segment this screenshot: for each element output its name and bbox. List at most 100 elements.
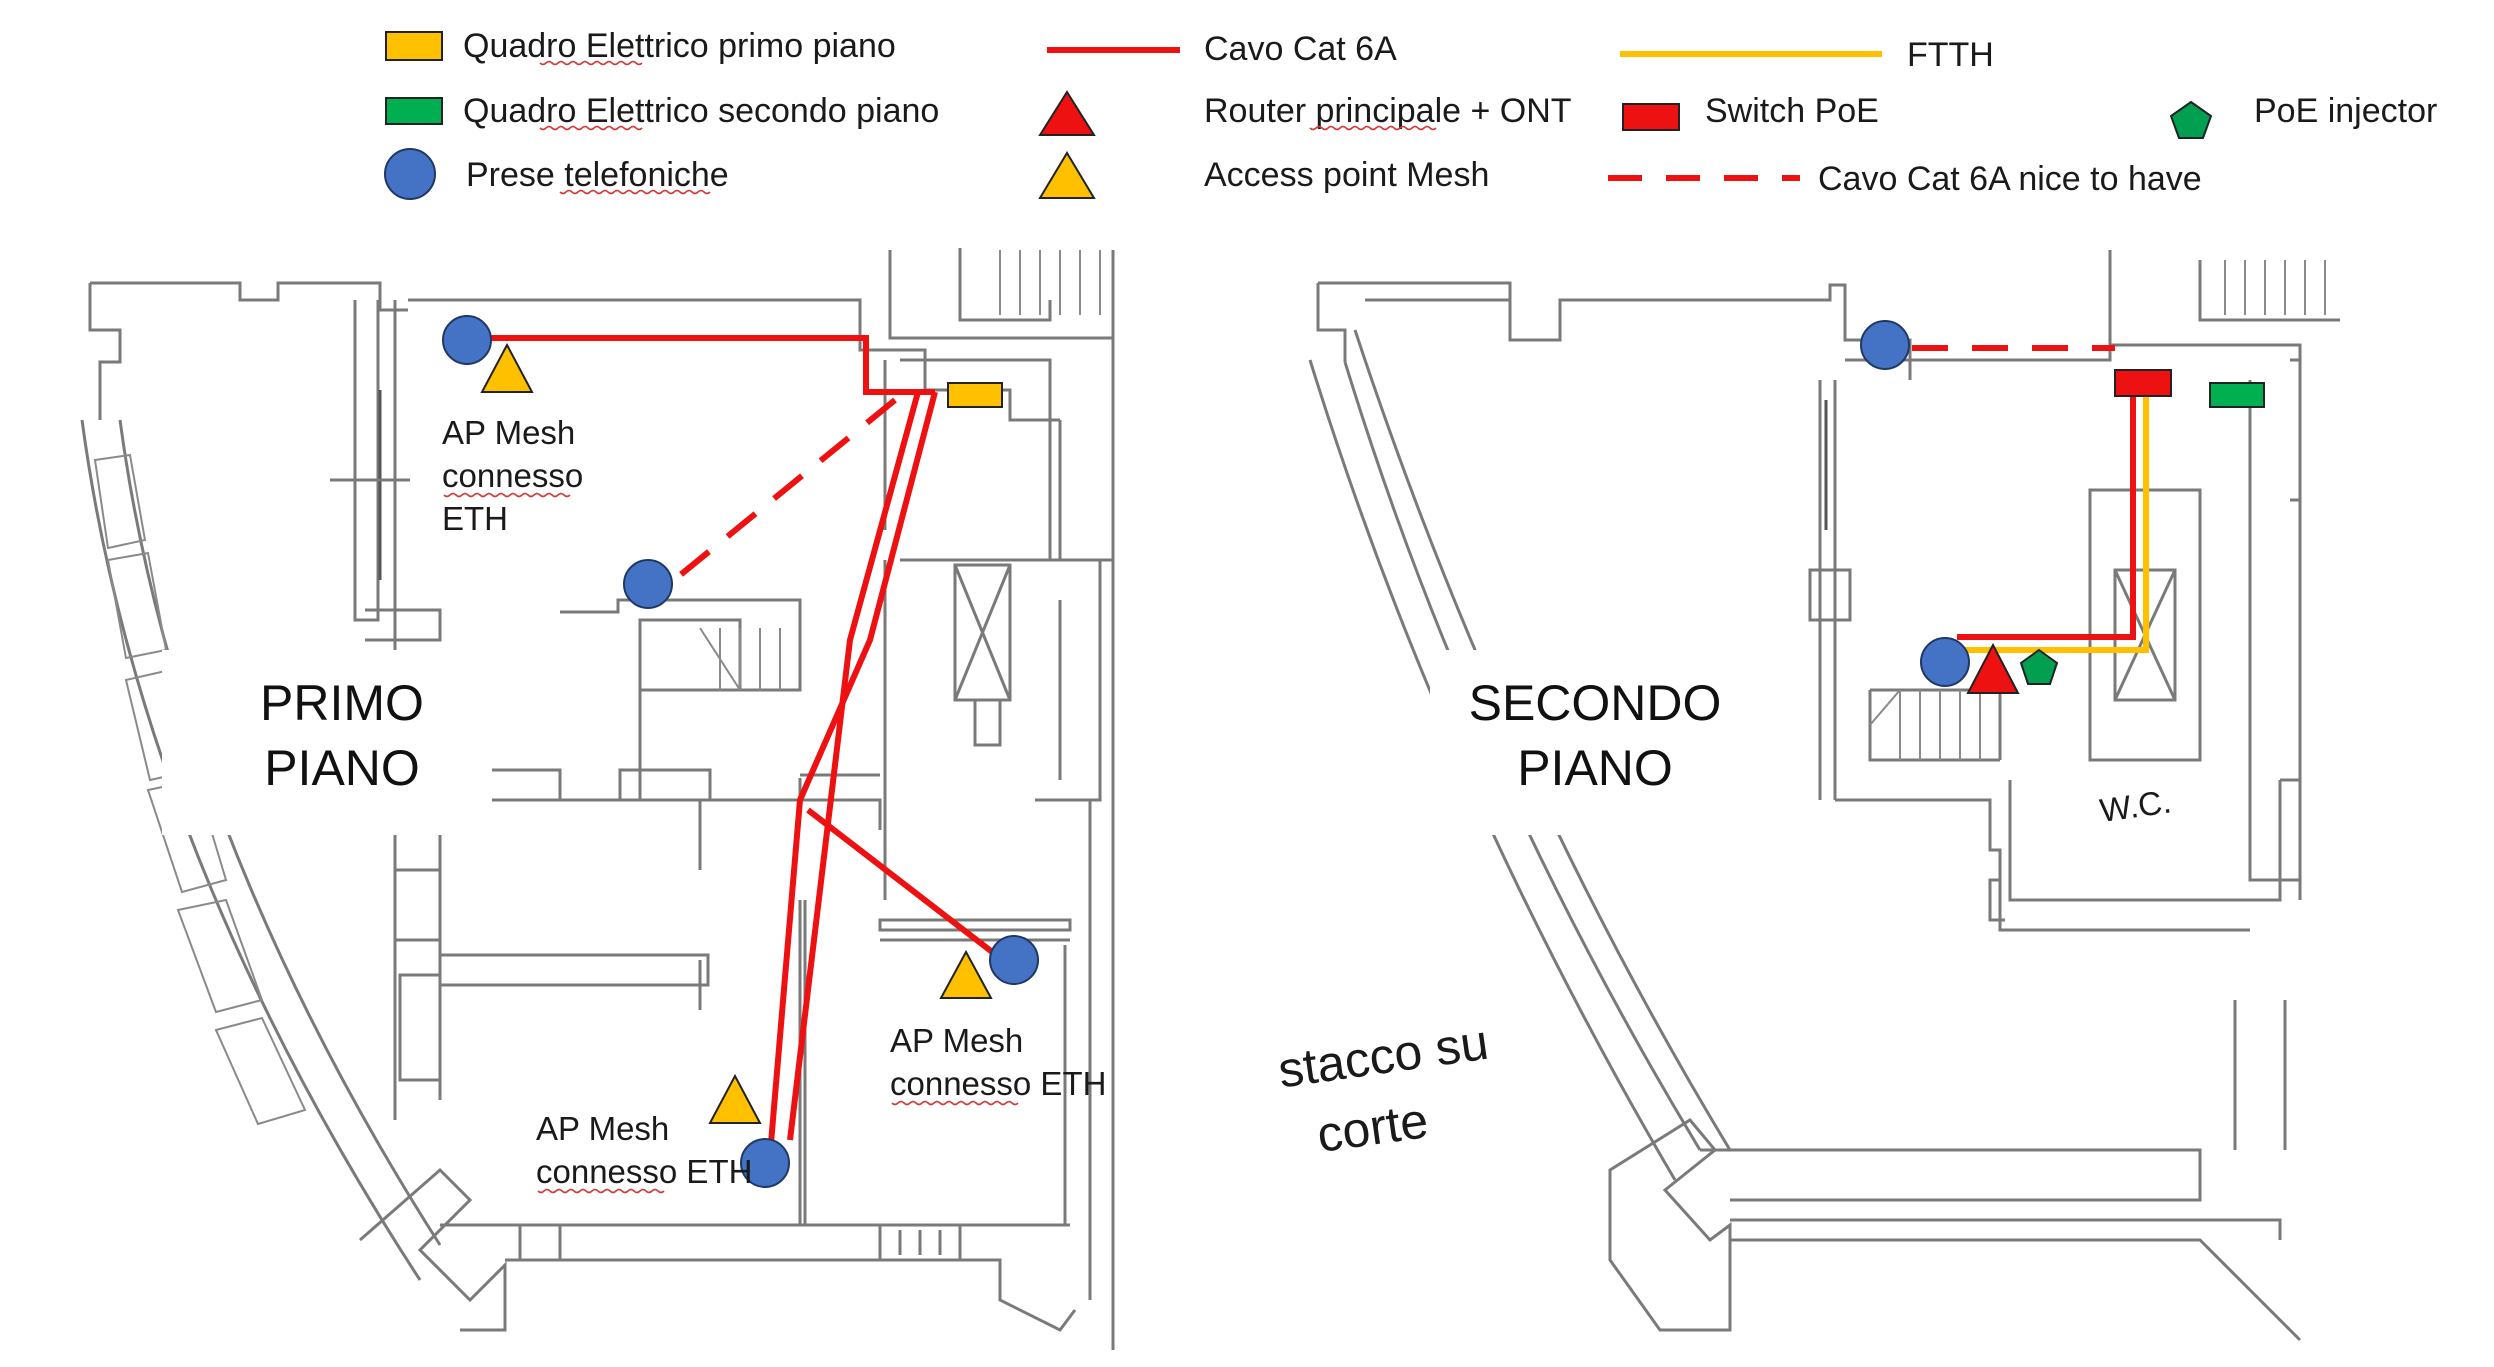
legend-poe-switch-symbol <box>1622 103 1680 131</box>
legend-yellow-panel-symbol <box>385 31 443 61</box>
electric-panel-second-floor <box>2209 382 2265 408</box>
wall <box>800 773 882 830</box>
legend-label: Cavo Cat 6A nice to have <box>1818 160 2202 198</box>
legend-mesh-ap-symbol <box>1038 151 1096 199</box>
wall <box>2008 780 2282 902</box>
phone-outlet <box>740 1138 790 1188</box>
main-router-ont <box>1966 642 2020 694</box>
title-backdrop <box>162 650 492 835</box>
title-backdrop <box>1430 650 1770 835</box>
wall <box>365 608 442 642</box>
stair-lines <box>1869 689 1981 760</box>
door-jambs <box>393 868 442 1082</box>
poe-switch <box>2114 369 2172 397</box>
stair-lines <box>999 250 1101 315</box>
wall <box>1998 880 2250 932</box>
wall <box>90 281 408 312</box>
poe-injector <box>2019 648 2059 685</box>
wall <box>88 283 122 420</box>
legend-label: Access point Mesh <box>1204 156 1489 194</box>
floor-title: SECONDO <box>1469 675 1722 731</box>
electric-panel-first-floor <box>947 382 1003 408</box>
stair-lines <box>699 627 781 691</box>
cat6a-cable <box>787 391 921 1141</box>
cat6a-optional-cable <box>666 397 897 588</box>
second-floor-plan: W.C. stacco su corte SECONDO PIANO <box>1275 250 2340 1342</box>
wall <box>1316 283 1347 362</box>
legend-label: PoE injector <box>2254 92 2437 130</box>
curved-exterior-wall <box>80 419 422 1281</box>
spellcheck-underline <box>1309 125 1437 131</box>
wall <box>2280 778 2302 900</box>
wall <box>408 298 1060 422</box>
legend-phone-outlet-symbol <box>384 148 436 200</box>
courtyard-label: corte <box>1314 1092 1432 1163</box>
wall <box>2088 488 2202 762</box>
phone-outlet <box>989 935 1039 985</box>
wall <box>1835 798 2005 922</box>
legend: Quadro Elettrico primo piano Quadro Elet… <box>384 27 2437 200</box>
mesh-access-point <box>939 949 993 999</box>
stair-lines <box>2224 260 2326 315</box>
ap-note-line: AP Mesh <box>442 414 575 451</box>
ftth-cable <box>1960 392 2149 653</box>
bottom-window <box>878 1223 962 1262</box>
phone-outlet <box>1920 637 1970 687</box>
legend-label: Quadro Elettrico secondo piano <box>463 92 939 130</box>
ap-note-line: AP Mesh <box>536 1110 669 1147</box>
wall <box>518 1225 562 1260</box>
wall <box>1035 558 1102 802</box>
legend-label: FTTH <box>1907 36 1994 74</box>
legend-label: Cavo Cat 6A <box>1204 30 1397 68</box>
wall <box>2233 1000 2287 1150</box>
legend-poe-injector-symbol <box>2169 100 2213 139</box>
legend-label: Router principale + ONT <box>1204 92 1572 130</box>
corner-buttress <box>1608 1118 1732 1332</box>
ap-note-line: connesso ETH <box>536 1153 752 1190</box>
legend-label: Quadro Elettrico primo piano <box>463 27 896 65</box>
legend-router-symbol <box>1038 90 1096 136</box>
wall <box>1818 380 1837 800</box>
door-jamb <box>1808 568 1852 622</box>
ap-note-line: AP Mesh <box>890 1022 1023 1059</box>
legend-label: Prese telefoniche <box>466 156 729 194</box>
mesh-access-point <box>708 1073 762 1124</box>
ap-note-line: ETH <box>442 500 508 537</box>
courtyard-label: stacco su <box>1275 1014 1492 1099</box>
cat6a-cable <box>767 391 938 1156</box>
spellcheck-underline <box>539 60 643 66</box>
bottom-wall <box>1700 1148 2282 1240</box>
mesh-access-point <box>480 342 534 393</box>
floor-title: PRIMO <box>260 675 424 731</box>
spellcheck-underline <box>559 189 711 195</box>
ap-note-line: connesso ETH <box>890 1065 1106 1102</box>
wall <box>1318 281 1912 380</box>
cat6a-cable <box>465 335 935 395</box>
phone-outlet <box>623 559 673 609</box>
floor-title: PIANO <box>1517 740 1673 796</box>
cat6a-cable <box>806 807 1002 961</box>
wall <box>440 953 710 987</box>
wall <box>438 770 800 1100</box>
phone-outlet <box>1860 320 1910 370</box>
wall <box>900 358 1052 562</box>
phone-outlet <box>442 315 492 365</box>
wall <box>888 250 1113 340</box>
wc-label: W.C. <box>2098 782 2174 829</box>
spellcheck-underline <box>443 492 571 498</box>
spellcheck-underline <box>891 1100 1019 1106</box>
ap-note-line: connesso <box>442 457 583 494</box>
wall <box>2108 250 2340 345</box>
wall <box>2248 380 2302 882</box>
wall <box>353 300 380 622</box>
wall <box>1730 1238 2302 1342</box>
cat6a-cable <box>1957 392 2136 640</box>
corner-buttress <box>359 1167 507 1332</box>
legend-label: Switch PoE <box>1705 92 1879 130</box>
shaft <box>953 563 1012 702</box>
wall <box>618 768 712 800</box>
wall <box>973 700 1002 747</box>
first-floor-plan: PRIMO PIANO AP Mesh connesso ETH AP Mesh… <box>80 248 1115 1350</box>
